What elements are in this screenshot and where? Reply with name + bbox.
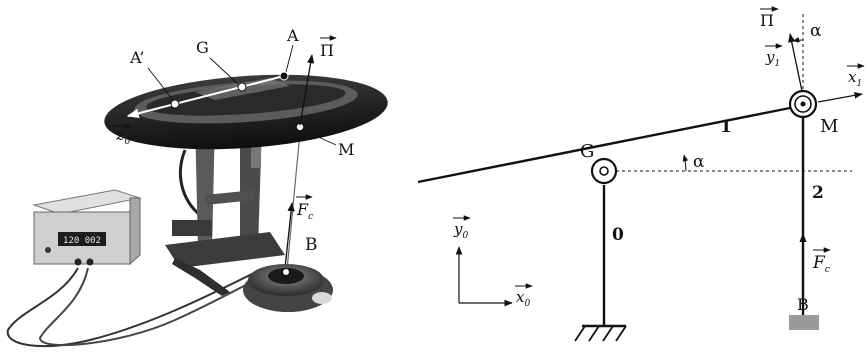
apparatus-photo: 120 002 [6,26,388,348]
label-x0: x0 [516,288,530,309]
point-g [237,82,247,92]
axis-line-z0 [126,75,285,118]
base-b [243,264,333,312]
label-pi: Π [760,11,774,30]
base-block-b [789,315,819,330]
angle-arc-bottom [682,154,689,172]
label-m-photo: M [338,140,354,159]
angle-arc-top [792,37,804,43]
link-1 [417,104,801,184]
label-g-photo: G [196,38,209,57]
label-a-prime: A’ [129,48,144,67]
terminal-2 [86,258,94,266]
label-y0: y0 [453,220,468,241]
stand [165,118,285,296]
power-supply: 120 002 [32,189,142,266]
label-g: G [580,141,594,162]
schematic: G M B 1 2 0 α α Π y1 x1 y0 x0 Fc [417,6,865,342]
label-x1: x1 [848,68,862,89]
label-alpha-top: α [810,21,822,41]
ground-symbol [574,324,627,342]
label-pi-photo: Π [320,41,334,60]
label-a-photo: A [286,26,299,45]
label-b-photo: B [305,235,318,255]
display-panel [58,232,106,246]
label-alpha-bottom: α [693,152,705,172]
label-b: B [797,295,809,314]
point-a-prime [170,99,180,109]
fc-arrow-photo [284,202,295,269]
label-z0: z0 [115,125,130,147]
joint-g [590,157,618,185]
y1-axis [788,33,804,97]
label-y1: y1 [765,48,780,69]
terminal-1 [74,258,82,266]
label-body-0: 0 [612,225,624,245]
joint-m [788,89,818,119]
label-fc: Fc [812,253,830,275]
pi-arrow-photo [299,54,315,126]
point-a [279,71,289,81]
label-fc-photo: Fc [296,200,313,222]
label-body-1: 1 [720,117,732,137]
label-m: M [820,116,838,137]
x1-axis [817,92,863,103]
cable-string [286,131,301,271]
cable-2 [38,267,266,347]
display-readout: 120 002 [63,236,101,246]
cable-3 [178,149,201,217]
label-body-2: 2 [812,183,824,203]
cable-1 [6,267,261,348]
